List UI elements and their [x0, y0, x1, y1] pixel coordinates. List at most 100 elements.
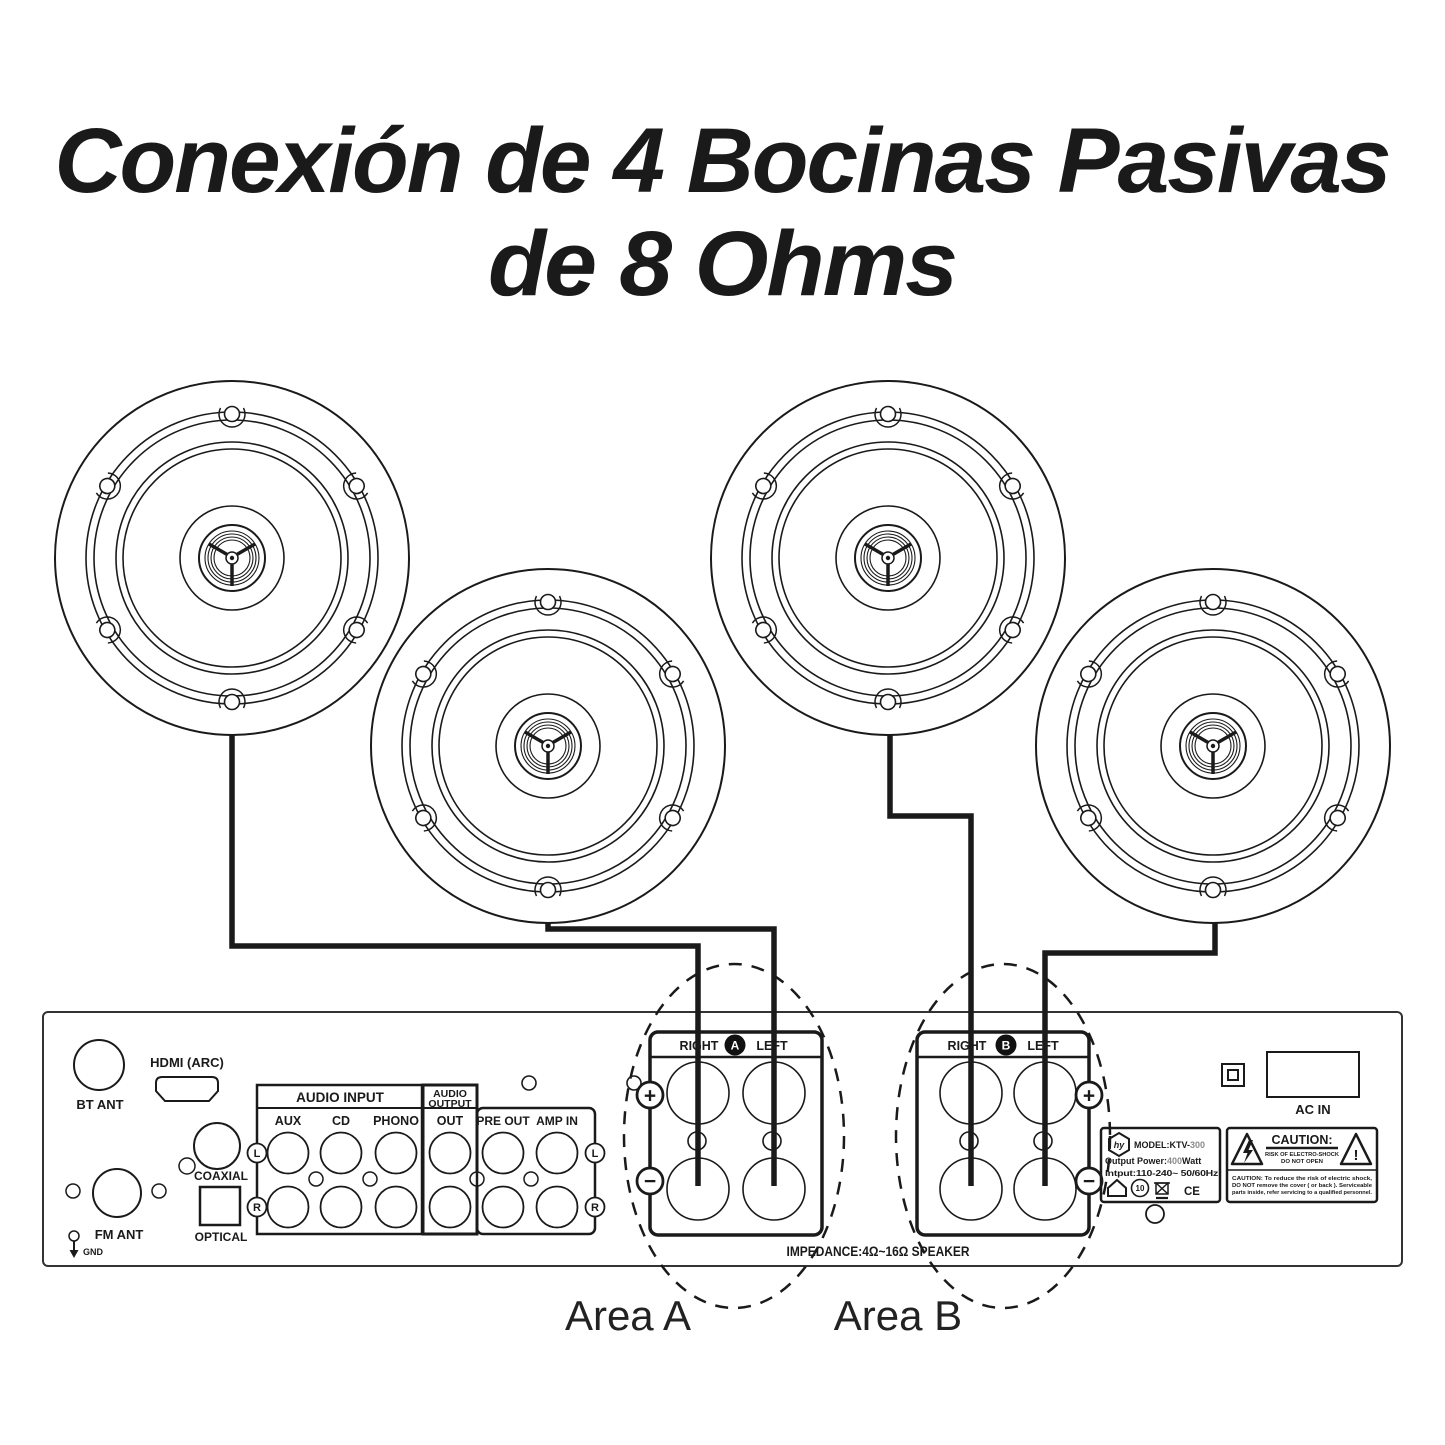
amp-in-label: AMP IN	[536, 1114, 578, 1128]
fm-ant-label: FM ANT	[95, 1227, 144, 1242]
right-channel-badge: R	[591, 1202, 599, 1214]
brand-logo-text: hy	[1114, 1140, 1125, 1150]
wire-speaker1-to-terminal-a-right	[229, 734, 701, 1186]
minus-terminal-icon	[635, 1166, 665, 1196]
plus-terminal-icon	[1074, 1080, 1104, 1110]
caution-body-2: DO NOT remove the cover ( or back ). Ser…	[1232, 1183, 1372, 1189]
rca-jack	[428, 1185, 472, 1229]
impedance-label: IMPEDANCE:4Ω~16Ω SPEAKER	[787, 1244, 970, 1259]
area-b-label: Area B	[834, 1292, 962, 1339]
coaxial-connector: COAXIAL	[178, 1122, 248, 1183]
brand-logo-icon	[1108, 1131, 1130, 1158]
audio-output-header-1: AUDIO	[433, 1088, 467, 1100]
rca-jack	[319, 1131, 363, 1175]
risk-line-2: DO NOT OPEN	[1281, 1159, 1323, 1165]
wire-speaker4-to-terminal-b-left	[1042, 922, 1218, 1186]
shock-hazard-triangle-icon	[1230, 1132, 1264, 1166]
rca-jack	[374, 1185, 418, 1229]
panel-screw-icon	[1145, 1204, 1165, 1224]
panel-screw-icon	[626, 1075, 642, 1091]
svg-text:MODEL:KTV-300: MODEL:KTV-300	[1134, 1140, 1205, 1150]
input-rating: Intput:110-240~ 50/60Hz	[1105, 1168, 1218, 1178]
area-b-ellipse	[894, 962, 1112, 1310]
hdmi-arc-port: HDMI (ARC)	[150, 1055, 224, 1102]
gnd-label: GND	[83, 1247, 104, 1257]
rohs-number: 10	[1136, 1184, 1145, 1193]
minus-sign: −	[1083, 1170, 1095, 1193]
caution-label: ! CAUTION: RISK OF ELECTRO-SHOCK DO NOT …	[1225, 1126, 1379, 1204]
ce-mark: CE	[1184, 1186, 1200, 1198]
right-channel-badge: R	[253, 1202, 261, 1214]
pre-out-label: PRE OUT	[476, 1114, 530, 1128]
warning-triangle-icon	[1339, 1132, 1373, 1166]
area-a-ellipse	[622, 962, 846, 1310]
lightning-bolt-icon	[1243, 1140, 1253, 1163]
caution-title: CAUTION:	[1271, 1133, 1332, 1147]
rca-jack	[481, 1185, 525, 1229]
fm-ant-connector: FM ANT	[65, 1168, 167, 1242]
plus-terminal-icon	[635, 1080, 665, 1110]
audio-input-header: AUDIO INPUT	[296, 1090, 385, 1105]
class2-insulation-icon	[1221, 1063, 1245, 1087]
power-value: 400	[1167, 1156, 1182, 1166]
wire-speaker2-to-terminal-a-left	[545, 922, 777, 1186]
power-suffix: Watt	[1182, 1156, 1201, 1166]
speaker-right	[1036, 569, 1390, 923]
rca-jack	[535, 1185, 579, 1229]
weee-bin-icon	[1154, 1182, 1170, 1200]
rca-jack	[481, 1131, 525, 1175]
ac-inlet: AC IN	[1221, 1051, 1360, 1117]
minus-sign: −	[644, 1170, 656, 1193]
model-number: 300	[1190, 1140, 1205, 1150]
rca-jack	[535, 1131, 579, 1175]
rca-jack	[428, 1131, 472, 1175]
speaker-mid-left	[371, 569, 725, 923]
right-label: RIGHT	[948, 1039, 987, 1053]
panel-screw-icon	[521, 1075, 537, 1091]
preout-ampin-section: PRE OUT AMP IN L R	[475, 1106, 606, 1236]
rca-jack	[266, 1131, 310, 1175]
speaker-top-right	[711, 381, 1065, 735]
out-label: OUT	[437, 1114, 464, 1128]
speaker-terminal-a: RIGHT A LEFT + −	[635, 1030, 824, 1237]
zone-b-badge	[995, 1034, 1017, 1056]
left-channel-badge: L	[254, 1148, 261, 1160]
title-line-1: Conexión de 4 Bocinas Pasivas	[55, 110, 1390, 212]
zone-a-badge-letter: A	[731, 1039, 740, 1053]
svg-text:Output Power:400Watt: Output Power:400Watt	[1105, 1156, 1201, 1166]
caution-body-1: CAUTION: To reduce the risk of electric …	[1232, 1176, 1373, 1182]
hdmi-label: HDMI (ARC)	[150, 1055, 224, 1070]
bt-ant-label: BT ANT	[76, 1097, 123, 1112]
ac-in-label: AC IN	[1295, 1102, 1330, 1117]
risk-line-1: RISK OF ELECTRO-SHOCK	[1265, 1152, 1340, 1158]
cd-label: CD	[332, 1114, 350, 1128]
rca-jack	[374, 1131, 418, 1175]
speaker-terminal-b: RIGHT B LEFT + −	[915, 1030, 1104, 1237]
speaker-top-left	[55, 381, 409, 735]
ground-arrow-icon	[69, 1250, 79, 1258]
rca-jack	[319, 1185, 363, 1229]
zone-b-badge-letter: B	[1002, 1039, 1011, 1053]
plus-sign: +	[644, 1085, 656, 1108]
title-line-2: de 8 Ohms	[488, 213, 956, 315]
optical-connector: OPTICAL	[195, 1185, 248, 1244]
rca-jack	[266, 1185, 310, 1229]
model-prefix: MODEL:KTV-	[1134, 1140, 1190, 1150]
aux-label: AUX	[275, 1114, 302, 1128]
model-label: hy MODEL:KTV-300 Output Power:400Watt In…	[1099, 1126, 1222, 1204]
area-a-label: Area A	[565, 1292, 691, 1339]
optical-label: OPTICAL	[195, 1230, 248, 1244]
wire-speaker3-to-terminal-b-right	[887, 734, 974, 1186]
bt-ant-connector: BT ANT	[73, 1039, 125, 1112]
left-channel-badge: L	[592, 1148, 599, 1160]
audio-input-section: AUDIO INPUT AUX CD PHONO L R	[246, 1083, 424, 1236]
house-cert-icon	[1107, 1178, 1127, 1197]
hdmi-icon	[155, 1076, 219, 1102]
caution-body-3: parts inside, refer servicing to a quali…	[1232, 1190, 1373, 1196]
power-prefix: Output Power:	[1105, 1156, 1167, 1166]
zone-a-badge	[724, 1034, 746, 1056]
audio-output-header-2: OUTPUT	[428, 1098, 472, 1110]
rohs-cert-icon	[1130, 1178, 1150, 1198]
